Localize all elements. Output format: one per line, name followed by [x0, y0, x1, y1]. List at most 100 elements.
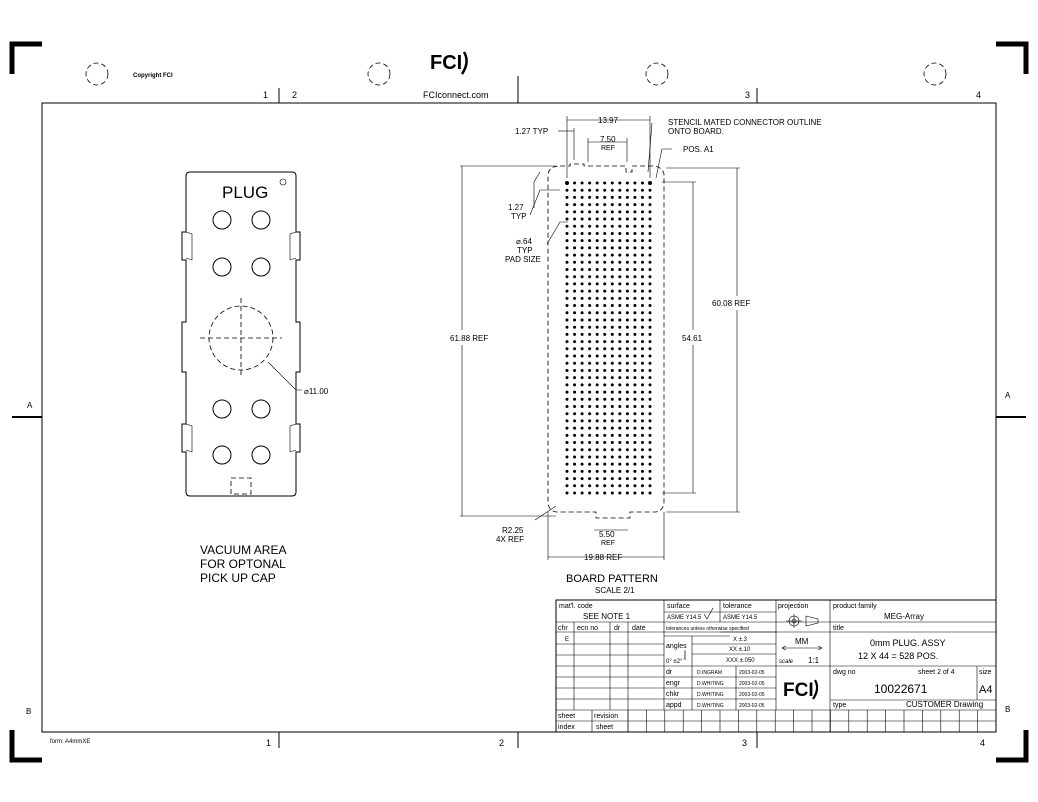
pad — [595, 491, 599, 495]
pad — [633, 433, 637, 437]
pad — [633, 383, 637, 387]
pad — [648, 289, 652, 293]
pad — [618, 246, 622, 250]
units-value: MM — [795, 637, 809, 646]
pad — [580, 289, 584, 293]
pad — [573, 224, 577, 228]
pad — [565, 484, 569, 488]
pad — [573, 368, 577, 372]
pad — [595, 340, 599, 344]
pad-grid — [565, 181, 652, 495]
pad — [648, 368, 652, 372]
sheet-size: A4 — [979, 684, 992, 696]
pad — [610, 347, 614, 351]
pad — [588, 354, 592, 358]
pad — [625, 462, 629, 466]
pad — [633, 419, 637, 423]
pad — [618, 253, 622, 257]
pad — [610, 268, 614, 272]
pad — [588, 239, 592, 243]
vacuum-note-3: PICK UP CAP — [200, 571, 276, 585]
pad — [580, 426, 584, 430]
pad — [588, 477, 592, 481]
pad — [595, 354, 599, 358]
pad — [588, 268, 592, 272]
pad — [610, 462, 614, 466]
pad — [618, 275, 622, 279]
pad — [580, 210, 584, 214]
pad — [625, 210, 629, 214]
pad — [603, 282, 607, 286]
pad — [610, 419, 614, 423]
pad — [625, 354, 629, 358]
dim-radius-2: 4X REF — [496, 535, 524, 544]
pad — [580, 318, 584, 322]
pad — [610, 332, 614, 336]
pad — [640, 224, 644, 228]
pad — [648, 332, 652, 336]
pad — [625, 412, 629, 416]
pad — [565, 217, 569, 221]
pad — [610, 239, 614, 243]
revision-label: revision — [594, 713, 618, 720]
pad — [580, 368, 584, 372]
pad — [565, 246, 569, 250]
pad — [595, 433, 599, 437]
pad — [588, 289, 592, 293]
pad — [580, 390, 584, 394]
pad — [588, 426, 592, 430]
pad — [588, 318, 592, 322]
pad — [588, 260, 592, 264]
pad — [603, 275, 607, 279]
pad — [595, 275, 599, 279]
pad — [625, 441, 629, 445]
pad — [565, 275, 569, 279]
pad — [633, 448, 637, 452]
pad — [640, 383, 644, 387]
pad — [640, 376, 644, 380]
pad — [588, 304, 592, 308]
pad — [573, 195, 577, 199]
dim-bottom-width: 19.88 REF — [584, 553, 622, 562]
pad — [565, 289, 569, 293]
pad — [618, 368, 622, 372]
pad — [625, 448, 629, 452]
pad — [580, 239, 584, 243]
pad — [618, 491, 622, 495]
pad — [580, 404, 584, 408]
pad — [625, 484, 629, 488]
surface-check-icon — [703, 607, 714, 620]
pad — [573, 332, 577, 336]
pad — [595, 231, 599, 235]
pad — [565, 340, 569, 344]
pad — [625, 361, 629, 365]
pad — [580, 231, 584, 235]
pad — [625, 426, 629, 430]
pad — [580, 469, 584, 473]
pad — [580, 268, 584, 272]
pad — [640, 354, 644, 358]
pad — [610, 224, 614, 228]
pad — [633, 246, 637, 250]
row-left-a: A — [27, 401, 33, 410]
angle-tolerance: 0° ±2° — [666, 659, 683, 665]
tolerance-label: tolerance — [723, 603, 752, 610]
dim-slot-ref: REF — [601, 540, 615, 547]
pad — [625, 455, 629, 459]
pad — [625, 390, 629, 394]
pad — [573, 477, 577, 481]
row-left-b: B — [26, 707, 31, 716]
pad — [648, 325, 652, 329]
pad — [610, 433, 614, 437]
pad — [618, 304, 622, 308]
pad — [633, 210, 637, 214]
pad — [618, 311, 622, 315]
pad — [625, 203, 629, 207]
tolerance-value: ASME Y14.5 — [723, 615, 758, 621]
pad — [633, 311, 637, 315]
pad — [633, 268, 637, 272]
pad — [595, 455, 599, 459]
pad — [580, 332, 584, 336]
pad — [610, 282, 614, 286]
pad — [625, 195, 629, 199]
